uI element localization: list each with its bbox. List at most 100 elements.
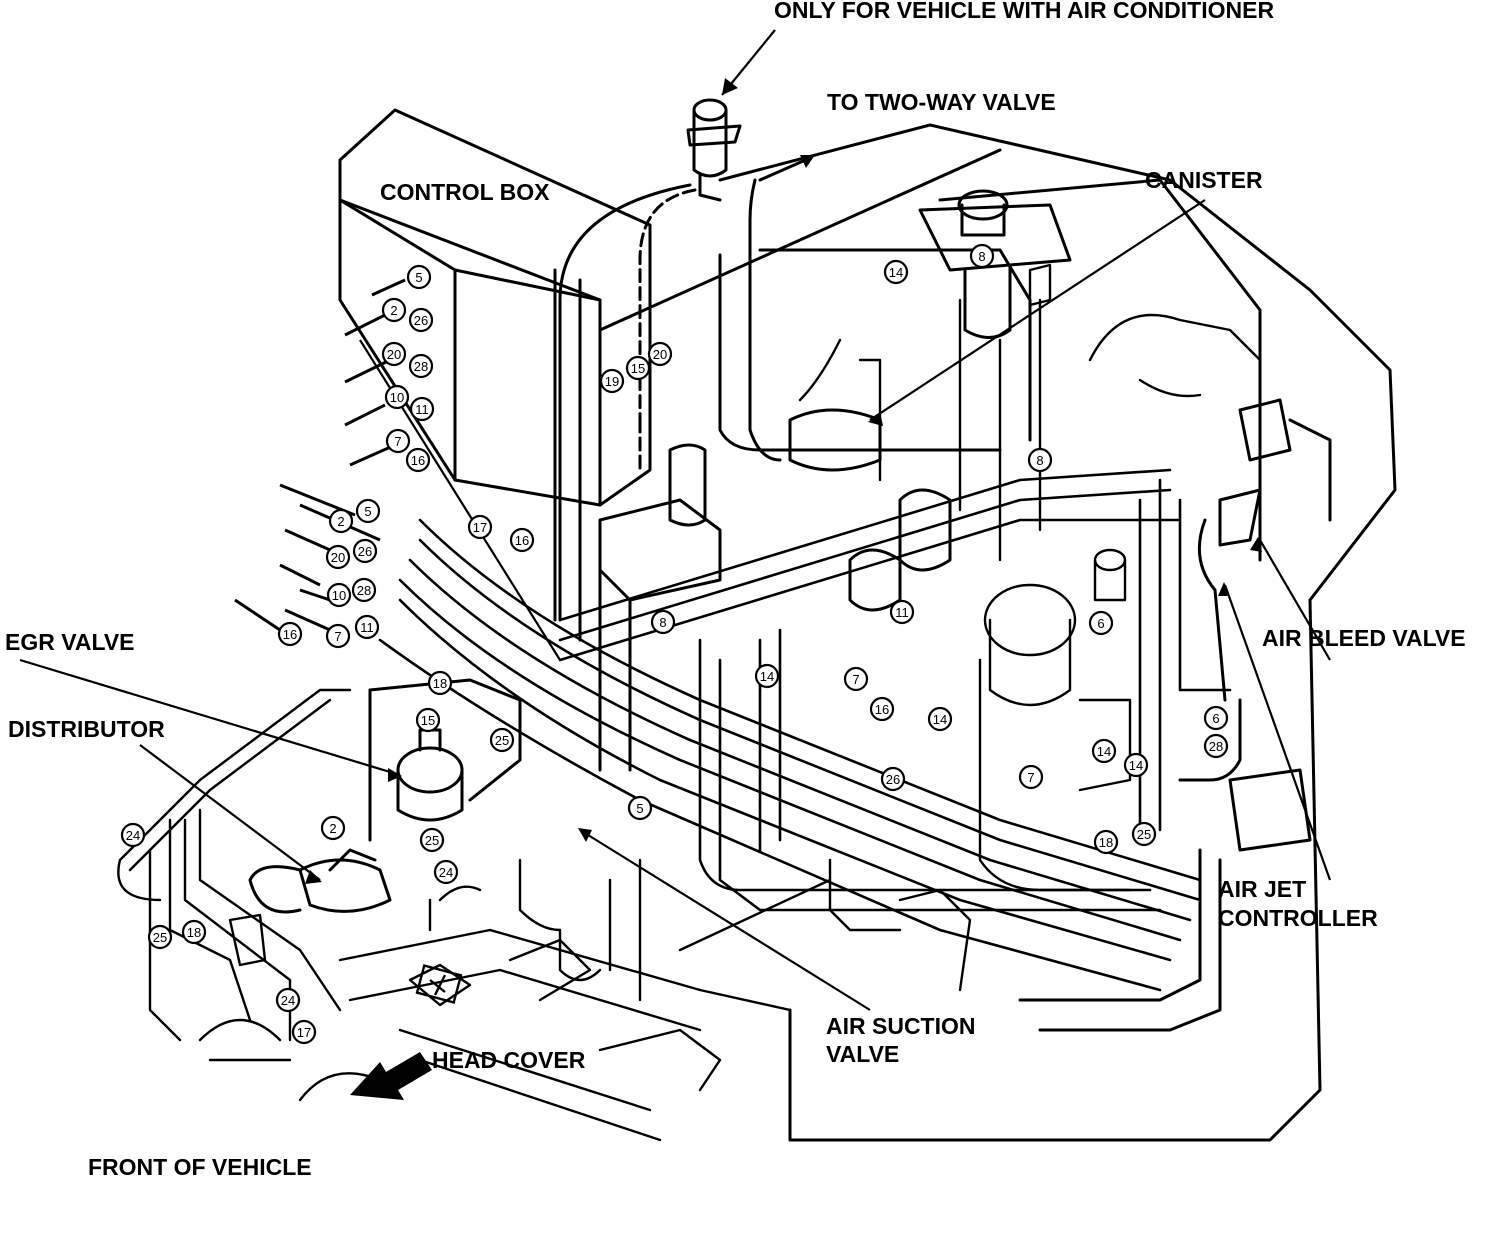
air-jet-controller-label-line2: CONTROLLER (1218, 905, 1378, 931)
distributor-component (248, 848, 392, 914)
control-box-outline (338, 108, 652, 642)
hose-number-14: 14 (883, 259, 909, 285)
hose-number-text: 7 (1027, 770, 1034, 785)
hose-number-text: 2 (337, 514, 344, 529)
hose-number-circle (354, 614, 380, 640)
hose-number-circle (627, 795, 653, 821)
hose-number-25: 25 (147, 924, 173, 950)
head-cover-outline (198, 928, 792, 1142)
hose-number-circle (647, 341, 673, 367)
hose-tip-marks (234, 278, 406, 632)
hose-number-10: 10 (326, 582, 352, 608)
hose-number-circle (467, 514, 493, 540)
hose-number-5: 5 (627, 795, 653, 821)
hose-number-text: 14 (1097, 744, 1111, 759)
hose-number-text: 11 (415, 402, 429, 417)
hose-number-26: 26 (880, 766, 906, 792)
hose-number-text: 16 (515, 533, 529, 548)
hose-number-16: 16 (509, 527, 535, 553)
hose-number-circle (625, 355, 651, 381)
hose-number-7: 7 (385, 428, 411, 454)
hose-number-19: 19 (599, 368, 625, 394)
hose-number-text: 2 (390, 303, 397, 318)
hose-number-circle (415, 707, 441, 733)
hose-number-text: 18 (433, 676, 447, 691)
hose-number-text: 16 (283, 627, 297, 642)
purge-valve-mid (788, 408, 952, 612)
hose-number-8: 8 (1027, 447, 1053, 473)
hose-number-circle (419, 827, 445, 853)
hose-number-text: 26 (886, 772, 900, 787)
air-bleed-valve-label: AIR BLEED VALVE (1262, 625, 1466, 651)
hose-number-circle (352, 538, 378, 564)
hose-number-20: 20 (325, 544, 351, 570)
hose-number-circle (1091, 738, 1117, 764)
hose-number-text: 20 (331, 550, 345, 565)
hose-number-circle (1123, 752, 1149, 778)
hose-number-6: 6 (1088, 610, 1114, 636)
hose-number-2: 2 (381, 297, 407, 323)
hose-number-8: 8 (650, 609, 676, 635)
hose-number-7: 7 (325, 623, 351, 649)
hose-number-text: 16 (875, 702, 889, 717)
two-way-valve-label: TO TWO-WAY VALVE (827, 89, 1056, 115)
front-direction-arrow (350, 1052, 432, 1100)
hose-number-circle (385, 428, 411, 454)
hose-number-text: 25 (153, 930, 167, 945)
hose-number-text: 11 (895, 605, 909, 620)
hose-number-circle (1203, 733, 1229, 759)
hose-number-24: 24 (433, 859, 459, 885)
hose-number-text: 7 (852, 672, 859, 687)
hose-number-circle (869, 696, 895, 722)
hose-number-text: 14 (1129, 758, 1143, 773)
head-cover-emblem (415, 964, 463, 1004)
hose-number-circle (1018, 764, 1044, 790)
hose-number-text: 16 (411, 453, 425, 468)
hose-number-11: 11 (354, 614, 380, 640)
hose-number-circle (1093, 829, 1119, 855)
arrowheads (305, 78, 1262, 884)
hose-number-circle (969, 243, 995, 269)
hose-number-16: 16 (405, 447, 431, 473)
hose-number-28: 28 (1203, 733, 1229, 759)
hose-number-circle (489, 727, 515, 753)
hose-number-26: 26 (408, 307, 434, 333)
hose-number-11: 11 (889, 599, 915, 625)
hose-number-circle (927, 706, 953, 732)
hose-number-15: 15 (415, 707, 441, 733)
hose-number-text: 14 (760, 669, 774, 684)
hose-number-circle (650, 609, 676, 635)
hose-number-text: 20 (387, 347, 401, 362)
hose-number-text: 10 (332, 588, 346, 603)
hose-number-text: 18 (187, 925, 201, 940)
hose-number-text: 14 (889, 265, 903, 280)
canister-label: CANISTER (1145, 167, 1263, 193)
ac-valve-component (686, 98, 742, 202)
egr-valve-component (368, 678, 522, 842)
hose-number-text: 25 (1137, 827, 1151, 842)
hose-number-text: 20 (653, 347, 667, 362)
hose-number-text: 25 (425, 833, 439, 848)
upper-hose-runs (558, 148, 1002, 622)
hose-number-24: 24 (120, 822, 146, 848)
hose-number-text: 26 (358, 544, 372, 559)
hose-number-text: 17 (297, 1025, 311, 1040)
hose-number-text: 7 (394, 434, 401, 449)
hose-number-18: 18 (427, 670, 453, 696)
hose-number-circle (328, 508, 354, 534)
intake-right-details (798, 263, 1262, 892)
hose-number-circle (381, 341, 407, 367)
hose-number-25: 25 (419, 827, 445, 853)
hose-number-circle (843, 666, 869, 692)
hose-number-circle (325, 623, 351, 649)
hose-number-text: 7 (334, 629, 341, 644)
hose-number-14: 14 (1091, 738, 1117, 764)
hose-number-circle (433, 859, 459, 885)
hose-number-circle (147, 924, 173, 950)
vacuum-pipe-bundle (378, 468, 1232, 992)
ac-note-label: ONLY FOR VEHICLE WITH AIR CONDITIONER (774, 0, 1274, 23)
hose-number-17: 17 (467, 514, 493, 540)
hose-number-text: 24 (281, 993, 295, 1008)
hose-number-16: 16 (277, 621, 303, 647)
